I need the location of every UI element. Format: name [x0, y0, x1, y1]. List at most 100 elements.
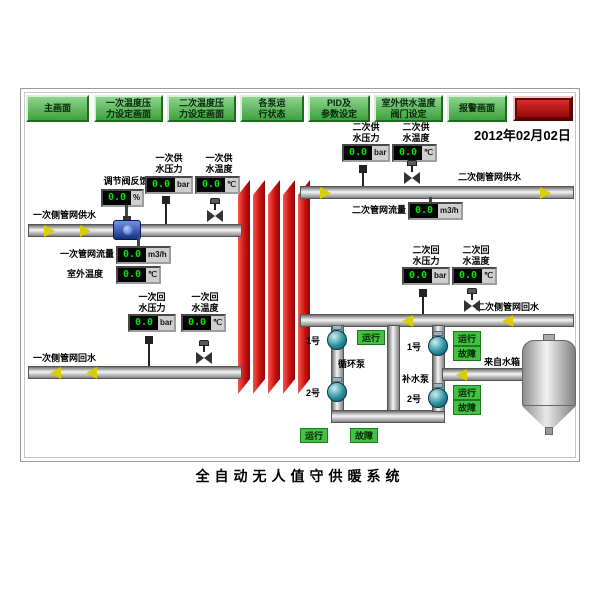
- circulation-pump-2-tag: 2号: [306, 388, 321, 398]
- primary-supply-temp-unit: ℃: [227, 180, 236, 189]
- primary-return-pipe-label: 一次侧管网回水: [33, 353, 97, 363]
- valve-feedback-label: 调节阀反馈: [103, 176, 149, 186]
- primary-flow-display: 0.0 m3/h: [116, 246, 171, 264]
- pressure-sensor-icon: [418, 289, 428, 314]
- primary-return-pipe: [28, 366, 242, 379]
- circulation-pump-1-tag: 1号: [306, 336, 321, 346]
- flow-arrow-icon: [86, 367, 97, 379]
- circulation-pump-group-label: 循环泵: [338, 359, 366, 369]
- circulation-fault-status: 故障: [350, 428, 378, 443]
- nav-button-alarm-screen[interactable]: 报警画面: [447, 95, 507, 122]
- flow-sensor-stem: [137, 237, 140, 246]
- outdoor-temp-value: 0.0: [118, 268, 146, 282]
- primary-return-pressure-label: 一次回 水压力: [138, 292, 166, 313]
- secondary-return-temp-unit: ℃: [484, 271, 493, 280]
- nav-button-primary-temp-pressure-set[interactable]: 一次温度压 力设定画面: [94, 95, 163, 122]
- from-tank-label: 来自水箱: [484, 357, 521, 367]
- control-valve-icon: [404, 160, 420, 186]
- heat-exchanger-plate: [253, 180, 265, 394]
- primary-return-temp-value: 0.0: [183, 316, 211, 330]
- primary-flow-label: 一次管网流量: [59, 249, 114, 259]
- secondary-flow-value: 0.0: [410, 204, 438, 218]
- secondary-return-temp-value: 0.0: [454, 269, 482, 283]
- water-tank-body: [522, 340, 576, 406]
- secondary-flow-label: 二次管网流量: [351, 205, 406, 215]
- pressure-sensor-icon: [161, 196, 171, 224]
- nav-button-main-screen[interactable]: 主画面: [26, 95, 89, 122]
- flow-arrow-icon: [456, 369, 467, 381]
- primary-return-temp-display: 0.0 ℃: [181, 314, 226, 332]
- primary-flow-unit: m3/h: [148, 250, 167, 259]
- circulation-pump-2-icon: [327, 377, 347, 402]
- secondary-supply-pressure-value: 0.0: [344, 146, 372, 160]
- secondary-return-pressure-label: 二次回 水压力: [412, 245, 440, 266]
- alarm-indicator-lamp: [513, 96, 573, 121]
- bottom-manifold-pipe: [331, 410, 445, 423]
- outdoor-temp-unit: ℃: [148, 270, 157, 279]
- secondary-supply-temp-value: 0.0: [394, 146, 422, 160]
- pressure-sensor-icon: [358, 165, 368, 186]
- primary-supply-temp-value: 0.0: [197, 178, 225, 192]
- makeup-pump-group-label: 补水泵: [402, 374, 430, 384]
- secondary-supply-pressure-display: 0.0 bar: [342, 144, 391, 162]
- primary-return-pressure-display: 0.0 bar: [128, 314, 177, 332]
- page-title: 全自动无人值守供暖系统: [195, 468, 405, 484]
- flow-arrow-icon: [44, 225, 55, 237]
- heat-exchanger-plate: [268, 180, 280, 394]
- secondary-return-pressure-unit: bar: [434, 271, 447, 280]
- makeup-pump-1-fault-status: 故障: [453, 346, 481, 361]
- makeup-pump-1-icon: [428, 331, 448, 356]
- circulation-branch-pipe-right: [387, 325, 400, 412]
- valve-feedback-unit: %: [133, 193, 141, 202]
- heat-exchanger-plate: [238, 180, 250, 394]
- primary-supply-pipe-label: 一次侧管网供水: [33, 210, 97, 220]
- secondary-supply-temp-unit: ℃: [424, 148, 433, 157]
- control-valve-icon: [464, 288, 480, 314]
- primary-flow-value: 0.0: [118, 248, 146, 262]
- nav-button-pid-parameters[interactable]: PID及 参数设定: [308, 95, 370, 122]
- secondary-supply-pipe-label: 二次侧管网供水: [458, 172, 522, 182]
- secondary-supply-pressure-label: 二次供 水压力: [352, 122, 380, 143]
- secondary-return-pipe-label: 二次侧管网回水: [476, 302, 540, 312]
- primary-return-temp-unit: ℃: [213, 318, 222, 327]
- outdoor-temp-display: 0.0 ℃: [116, 266, 161, 284]
- flow-arrow-icon: [402, 315, 413, 327]
- secondary-supply-temp-label: 二次供 水温度: [402, 122, 430, 143]
- primary-return-pressure-unit: bar: [160, 318, 173, 327]
- control-valve-icon: [207, 198, 223, 224]
- flow-sensor-stem: [429, 197, 432, 202]
- butterfly-valve-icon: [112, 216, 142, 240]
- heat-exchanger-plate: [283, 180, 295, 394]
- makeup-pump-2-tag: 2号: [407, 394, 422, 404]
- circulation-pump-1-icon: [327, 325, 347, 350]
- primary-supply-temp-display: 0.0 ℃: [195, 176, 240, 194]
- secondary-supply-temp-display: 0.0 ℃: [392, 144, 437, 162]
- primary-supply-pressure-label: 一次供 水压力: [155, 153, 183, 174]
- makeup-pump-1-tag: 1号: [407, 342, 422, 352]
- heat-exchanger-plate: [298, 180, 310, 394]
- primary-supply-pressure-value: 0.0: [147, 178, 175, 192]
- primary-supply-pressure-display: 0.0 bar: [145, 176, 194, 194]
- nav-button-secondary-temp-pressure-set[interactable]: 二次温度压 力设定画面: [167, 95, 236, 122]
- valve-feedback-value: 0.0: [103, 191, 131, 205]
- flow-arrow-icon: [502, 315, 513, 327]
- secondary-supply-pipe: [300, 186, 574, 199]
- secondary-return-temp-display: 0.0 ℃: [452, 267, 497, 285]
- tank-feed-pipe: [442, 368, 524, 381]
- flow-arrow-icon: [80, 225, 91, 237]
- makeup-pump-2-run-status: 运行: [453, 385, 481, 400]
- nav-button-outdoor-supply-valve-set[interactable]: 室外供水温度 阀门设定: [374, 95, 443, 122]
- circulation-run-status: 运行: [300, 428, 328, 443]
- primary-return-temp-label: 一次回 水温度: [191, 292, 219, 313]
- primary-supply-pressure-unit: bar: [177, 180, 190, 189]
- control-valve-icon: [196, 340, 212, 366]
- nav-button-pump-status[interactable]: 各泵运 行状态: [240, 95, 304, 122]
- flow-arrow-icon: [50, 367, 61, 379]
- circulation-pump-1-run-status: 运行: [357, 330, 385, 345]
- makeup-pump-1-run-status: 运行: [453, 331, 481, 346]
- secondary-flow-display: 0.0 m3/h: [408, 202, 463, 220]
- makeup-pump-2-icon: [428, 383, 448, 408]
- secondary-return-pressure-value: 0.0: [404, 269, 432, 283]
- valve-feedback-display: 0.0 %: [101, 189, 145, 207]
